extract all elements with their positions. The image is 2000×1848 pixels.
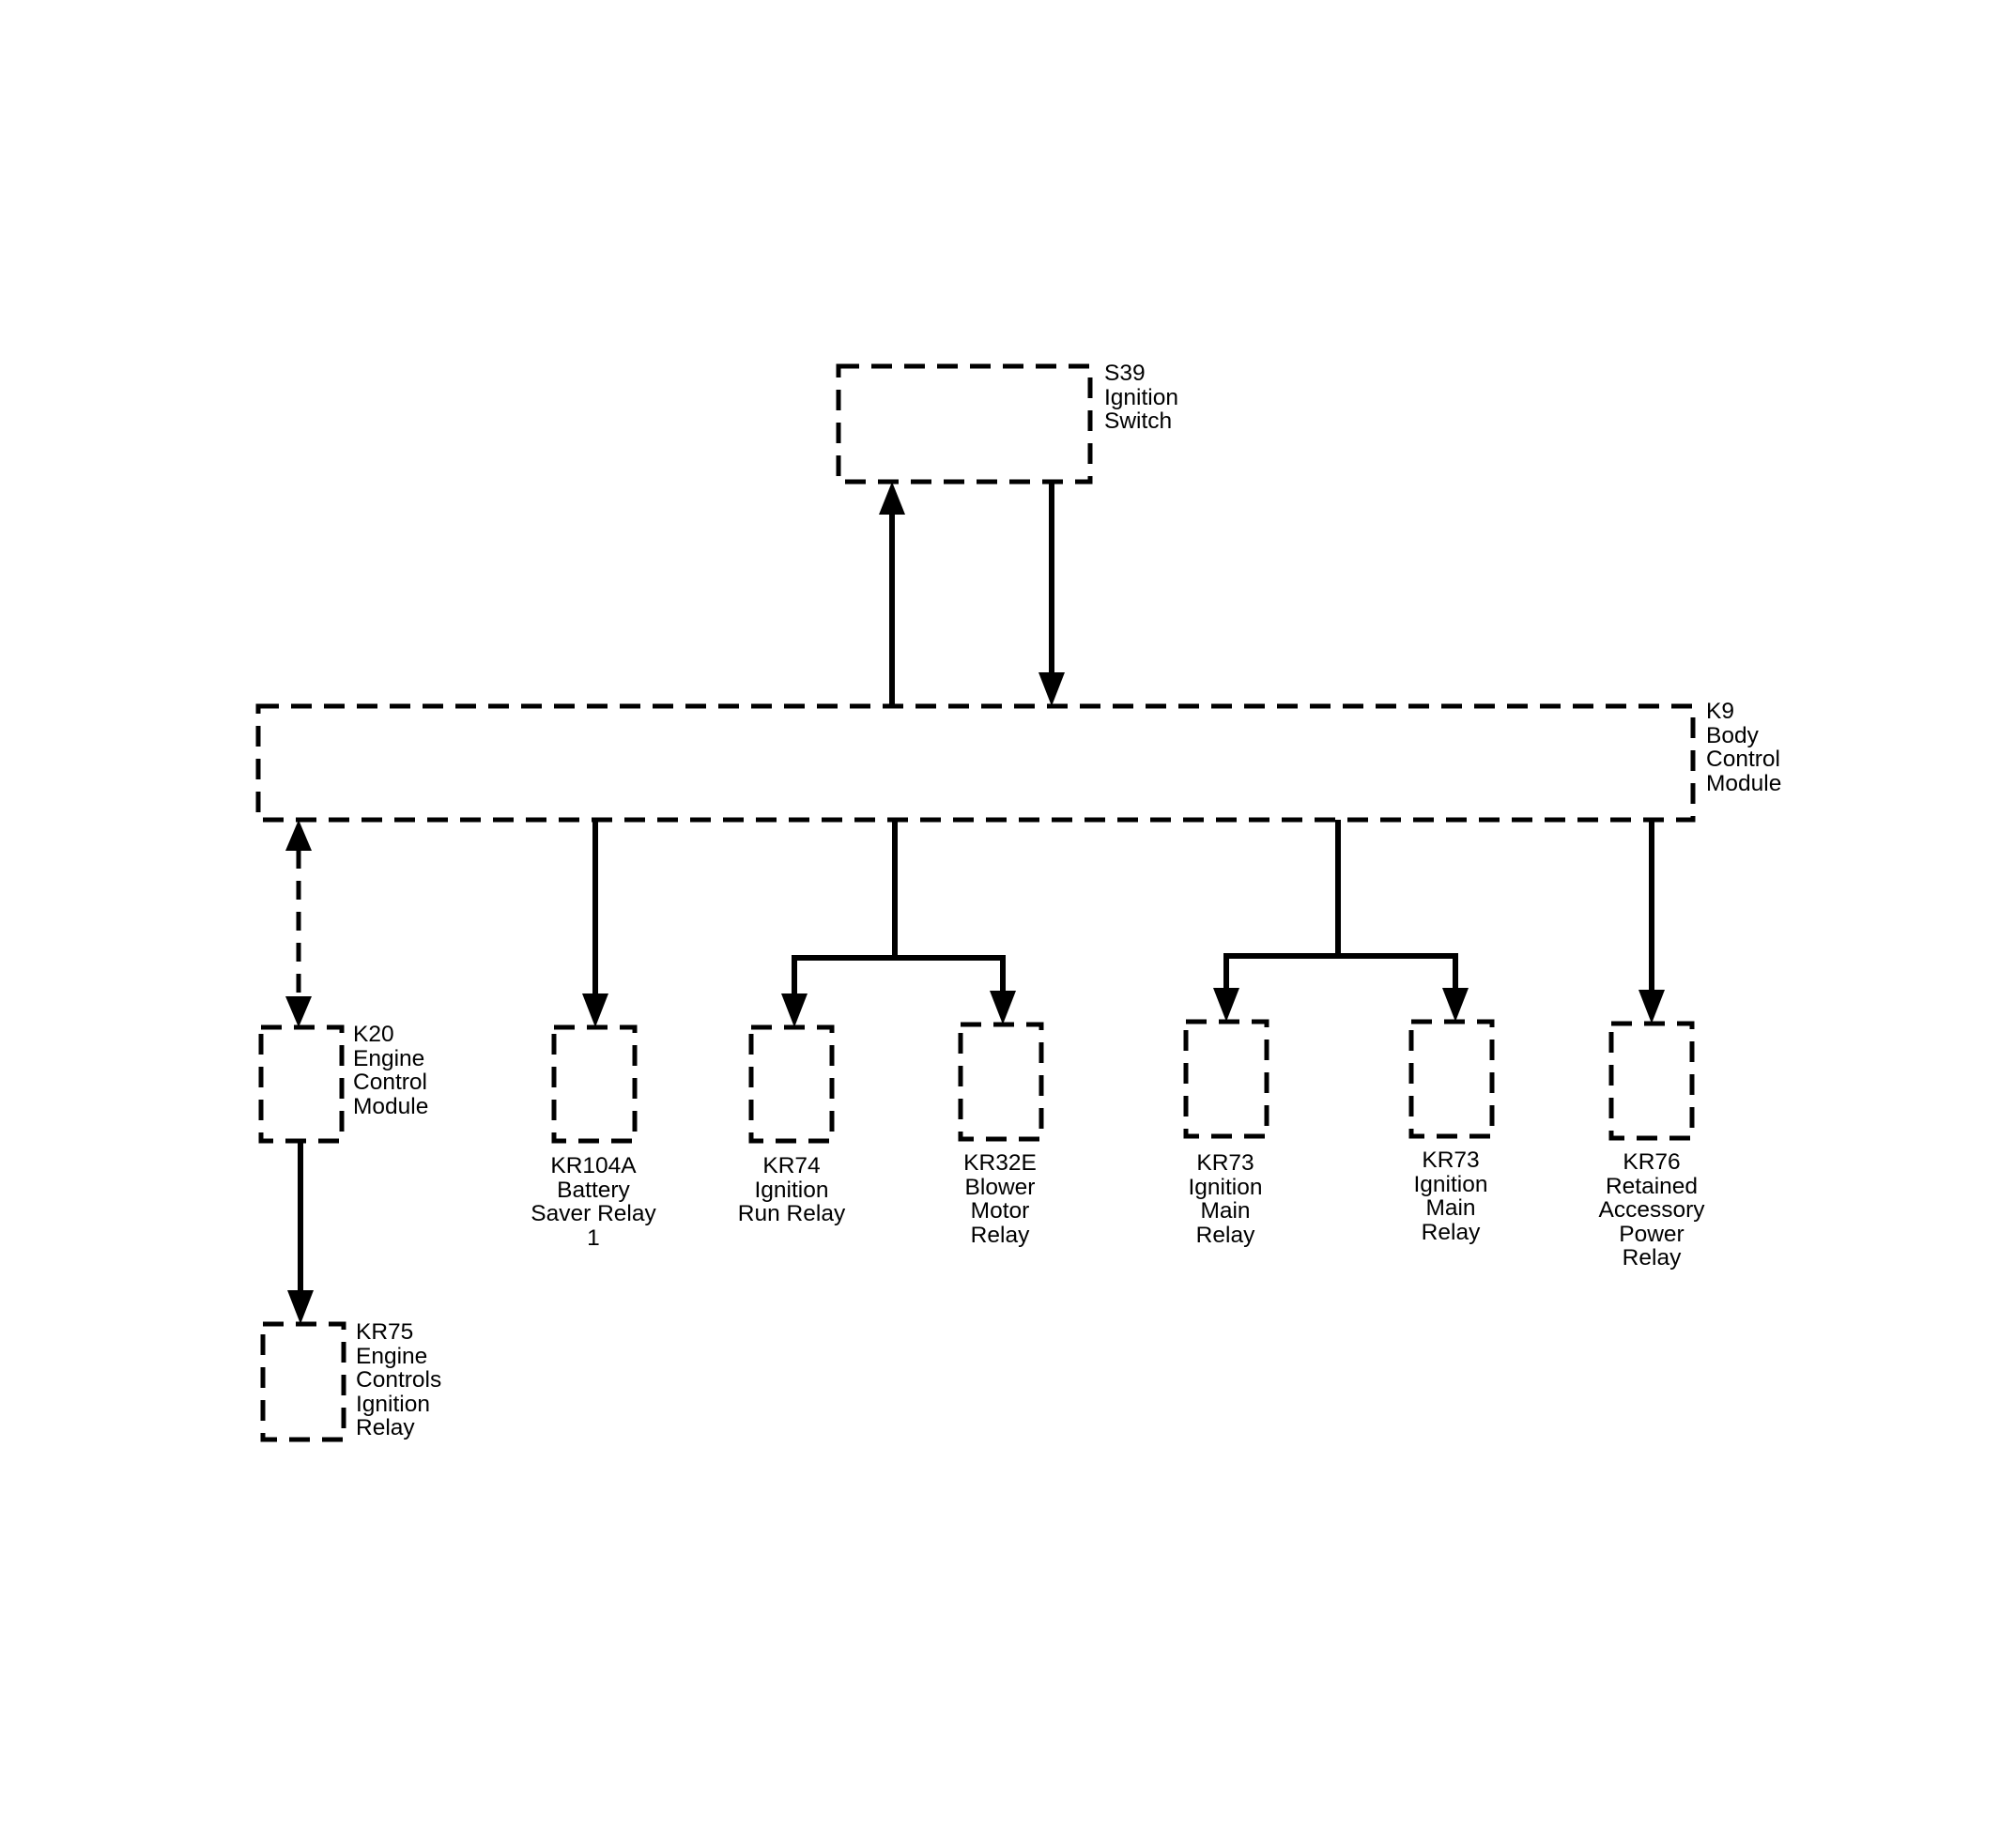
kr74-ignition-run-relay-box: [748, 1024, 835, 1144]
k20-label-line: Control: [353, 1070, 427, 1095]
kr32e-label-line: KR32E: [963, 1150, 1037, 1176]
kr73-label-1: KR73 Ignition Main Relay: [1188, 1151, 1262, 1247]
kr75-label: KR75 Engine Controls Ignition Relay: [356, 1320, 441, 1440]
kr73-ignition-main-relay-box-1: [1183, 1019, 1269, 1139]
kr32e-label-line: Motor: [970, 1198, 1030, 1224]
arrowhead-to-kr73-2: [1442, 988, 1469, 1022]
kr104a-label-line: 1: [587, 1224, 600, 1251]
k9-label: K9 Body Control Module: [1706, 700, 1781, 795]
arrowhead-to-kr32e: [990, 991, 1016, 1024]
arrowhead-to-k9-from-k20: [285, 820, 312, 851]
kr73-label-line: Ignition: [1188, 1174, 1263, 1200]
kr74-label-line: Ignition: [754, 1177, 829, 1203]
kr75-label-line: Relay: [356, 1415, 415, 1440]
kr73-label-line: KR73: [1196, 1150, 1254, 1176]
s39-label-line: Switch: [1104, 408, 1173, 434]
arrowhead-to-k9: [1038, 672, 1065, 706]
s39-label-line: Ignition: [1104, 384, 1179, 410]
k20-label-line: Module: [353, 1093, 429, 1119]
k20-label-line: Engine: [353, 1045, 425, 1071]
s39-label: S39 Ignition Switch: [1104, 362, 1178, 434]
arrowhead-to-k20: [285, 996, 312, 1027]
arrowhead-to-kr75: [287, 1290, 314, 1324]
kr104a-label-line: Battery: [557, 1177, 630, 1203]
kr73-label-line: KR73: [1422, 1147, 1480, 1173]
kr75-engine-controls-ignition-relay-box: [260, 1321, 346, 1442]
arrowhead-to-kr74: [781, 993, 808, 1027]
arrowhead-to-kr76: [1638, 990, 1665, 1024]
kr73-label-line: Main: [1425, 1195, 1476, 1221]
arrowhead-to-kr73-1: [1213, 988, 1239, 1022]
k20-engine-control-module-box: [258, 1024, 345, 1144]
kr73-label-line: Main: [1200, 1198, 1251, 1224]
kr75-label-line: Ignition: [356, 1391, 431, 1417]
k9-label-line: K9: [1706, 699, 1734, 724]
kr104a-battery-saver-relay-box: [551, 1024, 638, 1144]
k9-label-line: Control: [1706, 747, 1780, 772]
k9-label-line: Module: [1706, 770, 1782, 796]
kr76-label-line: Accessory: [1598, 1197, 1705, 1223]
s39-ignition-switch-box: [836, 363, 1093, 485]
wire-k9-to-kr73-pair: [1223, 953, 1458, 991]
k20-label: K20 Engine Control Module: [353, 1023, 428, 1118]
s39-label-line: S39: [1104, 361, 1146, 386]
kr32e-blower-motor-relay-box: [958, 1022, 1044, 1142]
kr75-label-line: KR75: [356, 1319, 414, 1345]
kr104a-label-line: KR104A: [550, 1153, 637, 1178]
kr73-label-2: KR73 Ignition Main Relay: [1413, 1148, 1487, 1244]
kr74-label-line: KR74: [762, 1153, 821, 1178]
kr104a-label-line: Saver Relay: [531, 1201, 656, 1226]
kr74-label-line: Run Relay: [737, 1201, 846, 1226]
wire-k9-to-kr74-kr32e: [792, 955, 1006, 995]
kr76-label-line: Retained: [1605, 1173, 1699, 1199]
kr76-label-line: Power: [1619, 1221, 1685, 1247]
kr32e-label: KR32E Blower Motor Relay: [963, 1151, 1037, 1247]
arrowhead-to-kr104a: [582, 993, 608, 1027]
kr74-label: KR74 Ignition Run Relay: [738, 1154, 845, 1226]
kr75-label-line: Engine: [356, 1343, 428, 1369]
kr32e-label-line: Relay: [970, 1222, 1030, 1248]
kr32e-label-line: Blower: [964, 1174, 1036, 1200]
kr73-ignition-main-relay-box-2: [1408, 1019, 1495, 1139]
kr76-retained-accessory-power-relay-box: [1608, 1021, 1695, 1141]
kr76-label-line: Relay: [1622, 1245, 1682, 1270]
kr76-label: KR76 Retained Accessory Power Relay: [1598, 1150, 1704, 1270]
k9-label-line: Body: [1706, 722, 1759, 748]
arrowhead-to-s39: [879, 482, 905, 515]
kr75-label-line: Controls: [356, 1367, 442, 1393]
k9-body-control-module-box: [255, 703, 1696, 823]
kr73-label-line: Relay: [1421, 1219, 1481, 1245]
kr76-label-line: KR76: [1623, 1149, 1681, 1175]
k20-label-line: K20: [353, 1022, 394, 1047]
kr73-label-line: Relay: [1195, 1222, 1255, 1248]
kr73-label-line: Ignition: [1413, 1171, 1488, 1197]
kr104a-label: KR104A Battery Saver Relay 1: [531, 1154, 655, 1250]
